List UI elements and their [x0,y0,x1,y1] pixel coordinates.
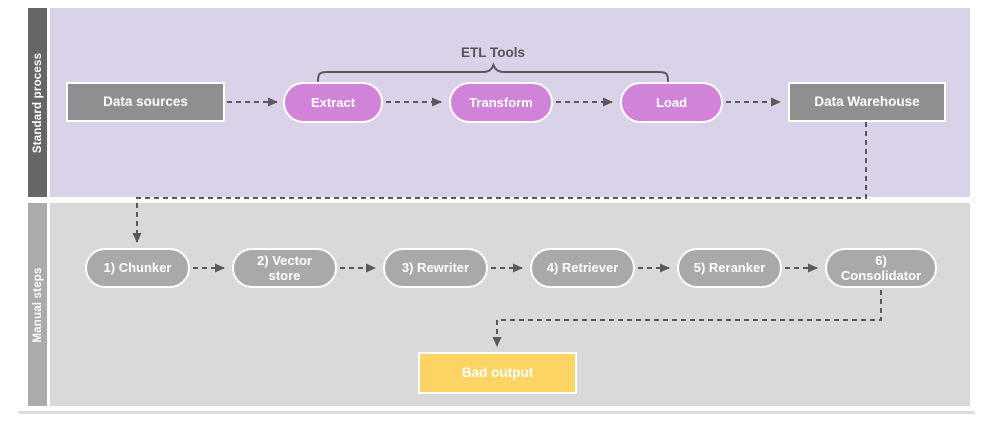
node-rewriter: 3) Rewriter [383,248,488,288]
node-consolidator-label: 6) Consolidator [840,252,922,283]
node-transform-label: Transform [469,94,533,110]
node-load: Load [620,82,723,123]
node-data-warehouse-label: Data Warehouse [814,94,920,110]
node-bad-output: Bad output [418,352,577,394]
node-consolidator: 6) Consolidator [825,248,937,288]
node-bad-output-label: Bad output [461,365,534,381]
node-data-sources-label: Data sources [103,94,188,110]
lane-label-standard-process-text: Standard process [31,52,44,153]
lane-label-standard-process: Standard process [28,8,47,197]
node-reranker: 5) Reranker [677,248,782,288]
page-divider [18,411,975,414]
node-data-sources: Data sources [66,82,225,122]
node-transform: Transform [449,82,553,123]
lane-label-manual-steps: Manual steps [28,203,47,406]
lane-label-manual-steps-text: Manual steps [31,266,44,343]
etl-tools-label: ETL Tools [461,45,525,60]
node-chunker-label: 1) Chunker [103,260,172,276]
node-rewriter-label: 3) Rewriter [401,260,470,276]
node-chunker: 1) Chunker [85,248,190,288]
node-retriever: 4) Retriever [530,248,635,288]
node-reranker-label: 5) Reranker [693,260,766,276]
node-vector-store: 2) Vector store [232,248,337,288]
node-extract: Extract [283,82,383,123]
node-extract-label: Extract [310,94,356,110]
node-load-label: Load [655,94,688,110]
node-vector-store-label: 2) Vector store [257,252,312,283]
node-data-warehouse: Data Warehouse [788,82,946,122]
node-retriever-label: 4) Retriever [546,260,619,276]
